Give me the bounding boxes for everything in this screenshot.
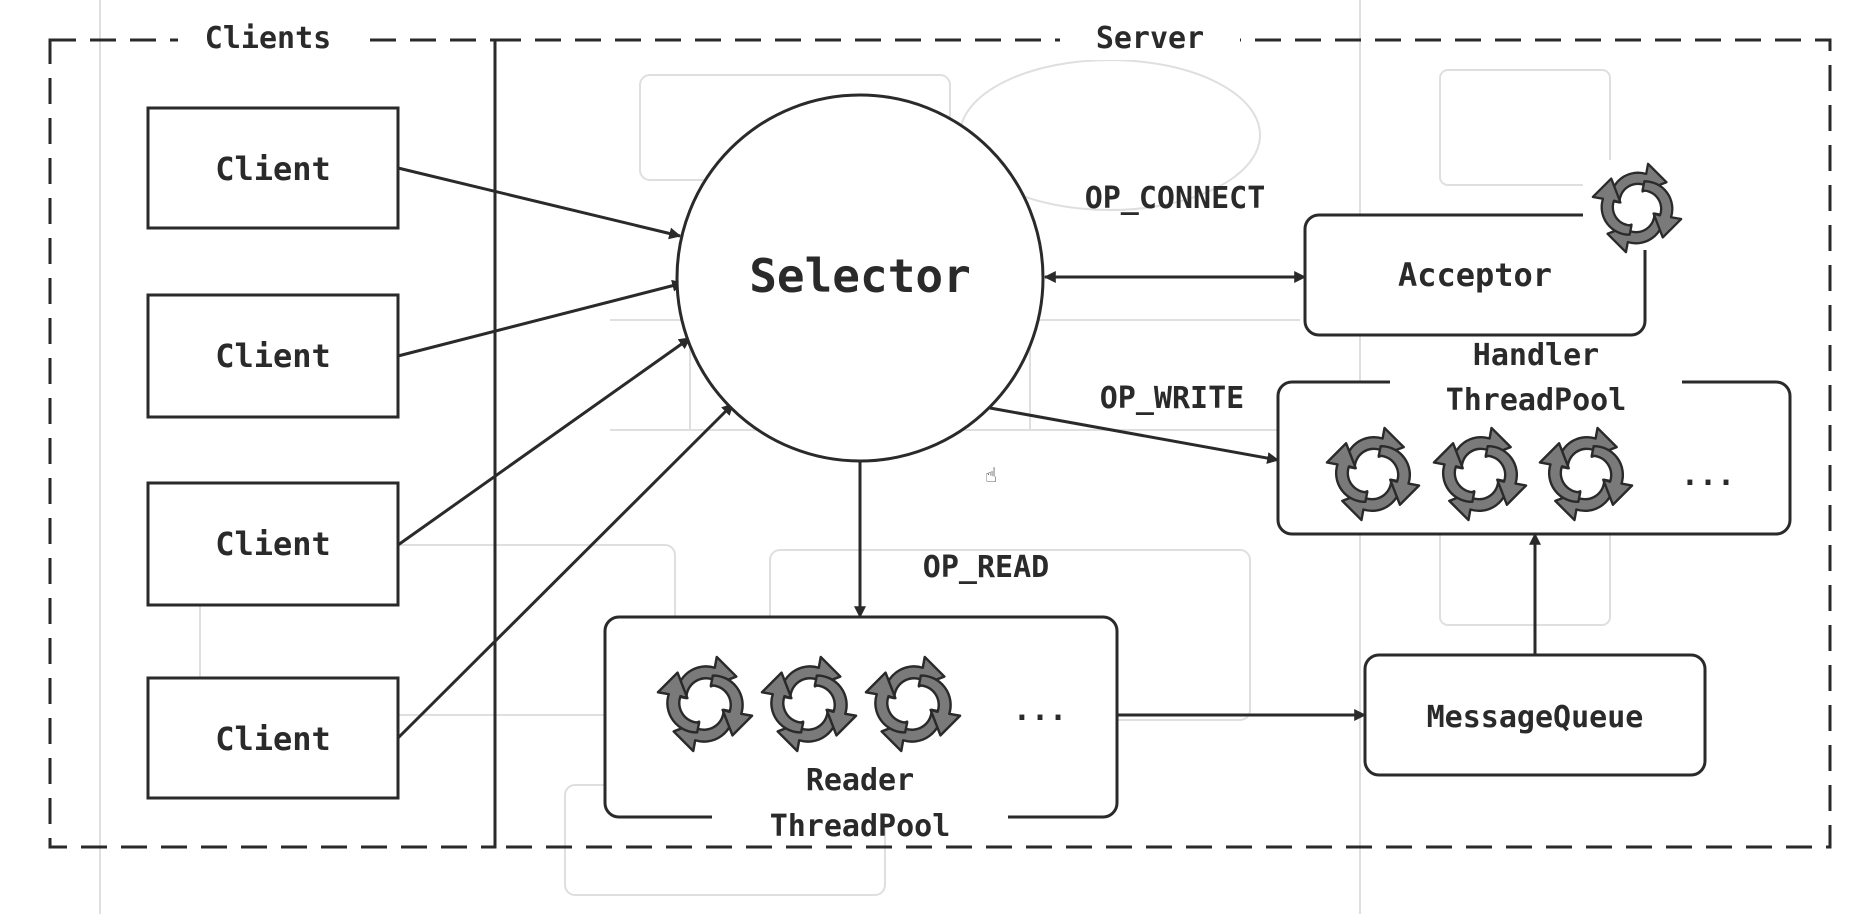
clients-group-label: Clients	[205, 21, 331, 56]
reader-pool-title-line2: ThreadPool	[770, 809, 951, 844]
acceptor-label: Acceptor	[1398, 256, 1552, 294]
client-label: Client	[215, 525, 331, 563]
message-queue-label: MessageQueue	[1427, 700, 1644, 735]
server-group-boundary	[493, 38, 1832, 849]
handler-pool-title-line1: Handler	[1473, 338, 1599, 373]
op-connect-label: OP_CONNECT	[1085, 181, 1266, 216]
handler-pool-title-line2: ThreadPool	[1446, 383, 1627, 418]
reader-threadpool-node: ... Reader ThreadPool	[603, 615, 1119, 844]
server-group-label: Server	[1096, 21, 1204, 56]
reader-pool-title-line1: Reader	[806, 763, 914, 798]
client-label: Client	[215, 720, 331, 758]
hand-cursor-icon: ☝	[985, 463, 997, 487]
arrow-client-3-selector	[397, 336, 691, 547]
acceptor-node: Acceptor	[1303, 160, 1683, 337]
server-edges	[854, 271, 1541, 721]
client-node: Client	[146, 481, 400, 607]
message-queue-node: MessageQueue	[1363, 653, 1707, 777]
selector-node: Selector	[675, 93, 1045, 463]
client-label: Client	[215, 337, 331, 375]
reader-pool-ellipsis: ...	[1013, 693, 1067, 728]
arrow-client-2-selector	[397, 279, 685, 358]
client-node: Client	[146, 106, 400, 230]
arrow-client-4-selector	[396, 402, 735, 740]
handler-pool-ellipsis: ...	[1681, 458, 1735, 493]
op-write-arrow	[989, 406, 1280, 464]
handler-threadpool-node: Handler ThreadPool ...	[1276, 338, 1792, 536]
client-node: Client	[146, 676, 400, 800]
op-write-label: OP_WRITE	[1100, 381, 1245, 416]
client-to-selector-arrows	[396, 166, 735, 740]
op-read-label: OP_READ	[923, 550, 1049, 585]
selector-label: Selector	[749, 249, 971, 303]
arrow-client-1-selector	[397, 166, 682, 240]
client-label: Client	[215, 150, 331, 188]
client-node: Client	[146, 293, 400, 419]
